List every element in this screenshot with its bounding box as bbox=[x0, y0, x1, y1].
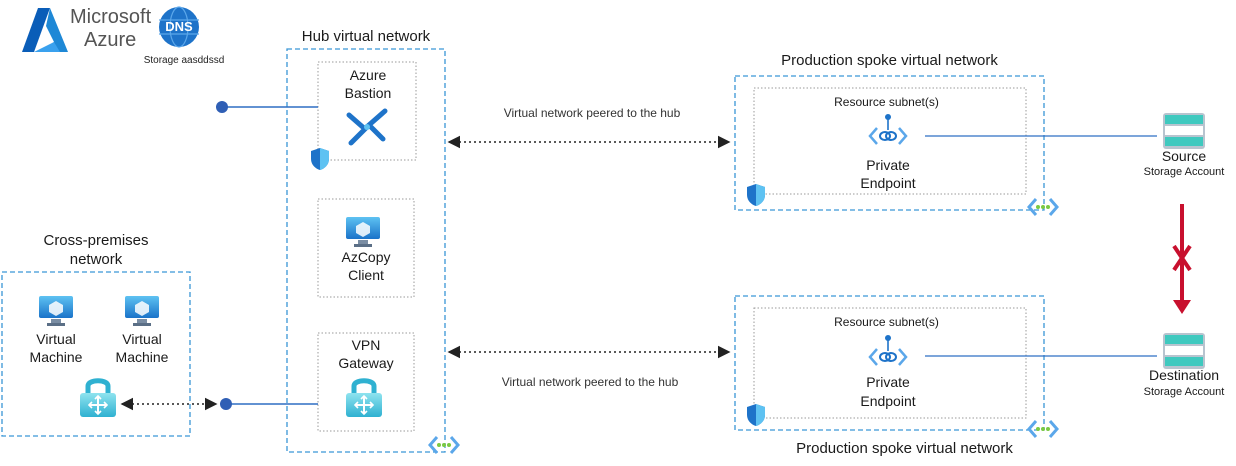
hub-vnet-icon bbox=[428, 436, 460, 454]
virtual-machine-icon bbox=[125, 296, 159, 326]
spoke-bottom-box bbox=[734, 295, 1045, 431]
spoke-bottom-title: Production spoke virtual network bbox=[796, 440, 1013, 457]
bastion-connector-dot bbox=[216, 101, 228, 113]
brand-line-1: Microsoft bbox=[70, 6, 152, 28]
blocked-copy-arrow bbox=[1172, 204, 1192, 314]
bastion-label-line-1: Azure bbox=[349, 67, 387, 83]
spoke-bottom-endpoint-line-2: Endpoint bbox=[860, 393, 916, 409]
spoke-bottom-shield-icon bbox=[747, 404, 765, 426]
hub-network-title: Hub virtual network bbox=[301, 28, 431, 45]
dns-badge-text: DNS bbox=[165, 19, 193, 34]
on-premises-vpn-lock-icon bbox=[80, 378, 116, 417]
hub-network-box bbox=[286, 48, 446, 453]
azcopy-vm-icon bbox=[346, 217, 380, 247]
destination-storage-icon bbox=[1163, 333, 1205, 369]
source-storage-type: Storage Account bbox=[1143, 166, 1225, 178]
brand-line-2: Azure bbox=[84, 29, 137, 51]
azcopy-tile bbox=[317, 198, 415, 298]
virtual-machine-icon bbox=[39, 296, 73, 326]
vpn-label-line-2: Gateway bbox=[338, 355, 394, 371]
dns-globe-icon bbox=[159, 6, 199, 48]
vpn-connector-dot bbox=[220, 398, 232, 410]
hub-security-shield-icon bbox=[311, 148, 329, 170]
spoke-top-title: Production spoke virtual network bbox=[781, 52, 998, 69]
destination-storage-name: Destination bbox=[1148, 367, 1220, 383]
spoke-bottom-vnet-icon bbox=[1027, 420, 1059, 438]
cross-premises-title-line-1: Cross-premises bbox=[43, 232, 149, 249]
vm1-label-line-2: Machine bbox=[29, 349, 83, 365]
source-storage-icon bbox=[1163, 113, 1205, 149]
peering-label-top: Virtual network peered to the hub bbox=[503, 106, 681, 120]
bastion-tile bbox=[317, 61, 417, 161]
source-storage-name: Source bbox=[1161, 148, 1207, 164]
spoke-top-shield-icon bbox=[747, 184, 765, 206]
private-endpoint-icon bbox=[868, 335, 908, 366]
cross-premises-title-line-2: network bbox=[69, 251, 123, 268]
vm2-label-line-2: Machine bbox=[115, 349, 169, 365]
dns-caption: Storage aasddssd bbox=[143, 55, 225, 66]
vpn-tile bbox=[317, 332, 415, 432]
spoke-top-subnet-label: Resource subnet(s) bbox=[834, 95, 939, 109]
bastion-icon bbox=[346, 108, 388, 146]
vm1-label-line-1: Virtual bbox=[36, 331, 76, 347]
spoke-bottom-endpoint-line-1: Private bbox=[866, 374, 910, 390]
azure-logo-icon bbox=[22, 8, 68, 52]
spoke-top-endpoint-line-1: Private bbox=[866, 157, 910, 173]
peering-label-bottom: Virtual network peered to the hub bbox=[501, 375, 679, 389]
vm2-label-line-1: Virtual bbox=[122, 331, 162, 347]
private-endpoint-icon bbox=[868, 114, 908, 145]
spoke-bottom-subnet-label: Resource subnet(s) bbox=[834, 315, 939, 329]
azcopy-label-line-1: AzCopy bbox=[341, 249, 391, 265]
destination-storage-type: Storage Account bbox=[1143, 386, 1225, 398]
spoke-top-box bbox=[734, 75, 1045, 211]
spoke-top-endpoint-line-2: Endpoint bbox=[860, 175, 916, 191]
vpn-gateway-lock-icon bbox=[346, 378, 382, 417]
spoke-bottom-subnet-box bbox=[753, 307, 1027, 419]
bastion-label-line-2: Bastion bbox=[344, 85, 392, 101]
azcopy-label-line-2: Client bbox=[348, 267, 384, 283]
spoke-top-vnet-icon bbox=[1027, 198, 1059, 216]
vpn-label-line-1: VPN bbox=[351, 337, 381, 353]
